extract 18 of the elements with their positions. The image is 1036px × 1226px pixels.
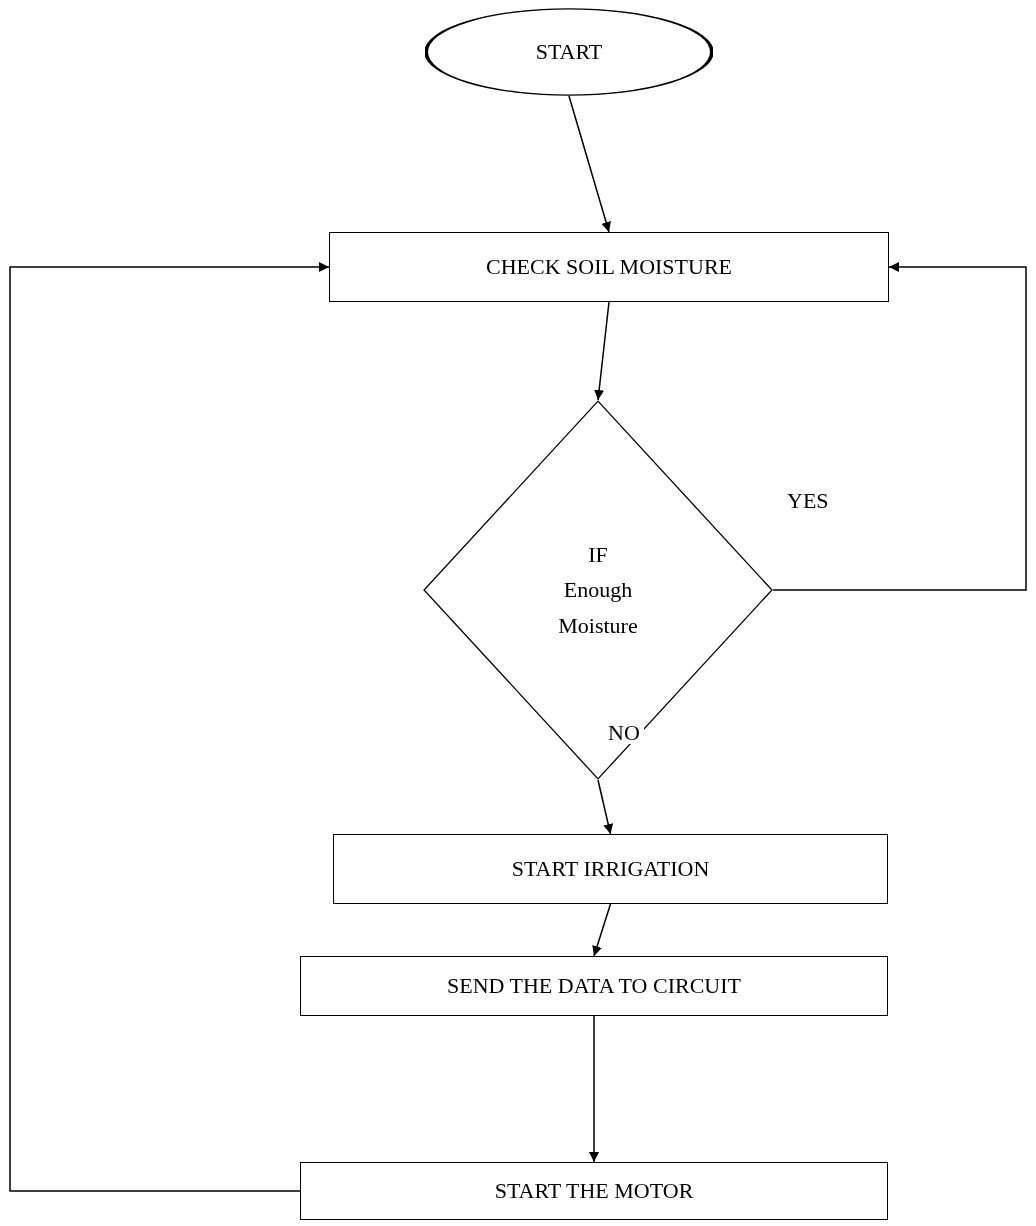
arrow	[592, 903, 612, 957]
node-text: CHECK SOIL MOISTURE	[485, 253, 733, 282]
arrow	[589, 1015, 599, 1163]
arrow	[597, 779, 614, 835]
process-box	[329, 232, 889, 302]
arrow	[772, 262, 1027, 591]
decision-diamond	[423, 400, 773, 780]
node-text: IF Enough Moisture	[557, 541, 639, 640]
arrow	[568, 95, 611, 233]
arrow	[9, 262, 330, 1192]
arrow	[594, 301, 610, 401]
node-text: START	[535, 38, 603, 67]
process-box	[333, 834, 888, 904]
process-box	[300, 956, 888, 1016]
node-text: START THE MOTOR	[494, 1177, 694, 1206]
node-text: START IRRIGATION	[511, 855, 710, 884]
process-box	[300, 1162, 888, 1220]
node-text: SEND THE DATA TO CIRCUIT	[446, 972, 741, 1001]
